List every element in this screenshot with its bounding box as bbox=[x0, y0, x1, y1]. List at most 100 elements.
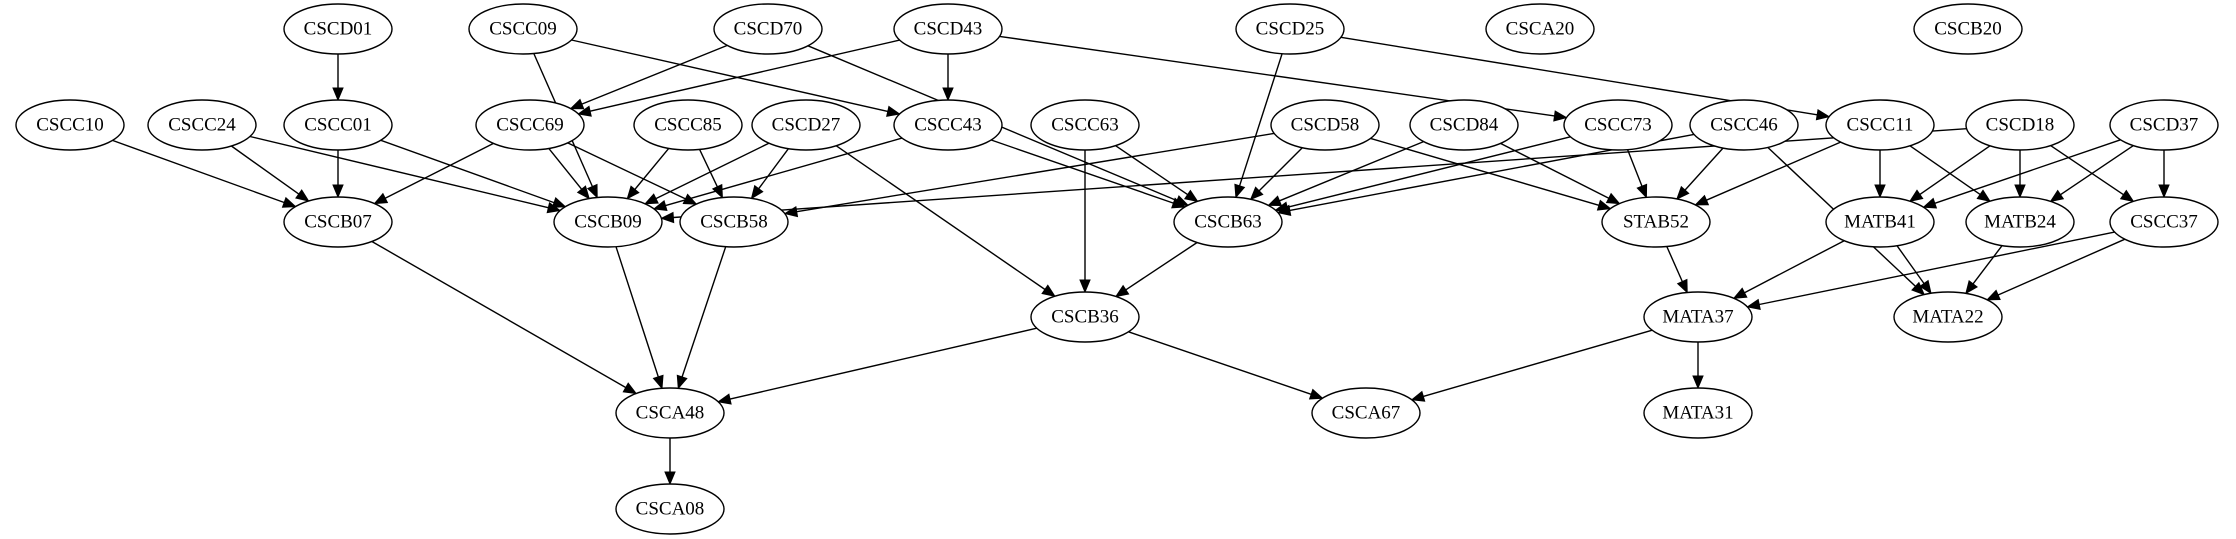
arrowhead-icon bbox=[1874, 184, 1886, 199]
arrowhead-icon bbox=[1249, 186, 1264, 201]
arrowhead-icon bbox=[1676, 278, 1688, 294]
node-CSCB36: CSCB36 bbox=[1030, 291, 1140, 343]
node-label: MATB41 bbox=[1844, 212, 1916, 233]
arrowhead-icon bbox=[1985, 289, 2001, 301]
node-CSCD37: CSCD37 bbox=[2109, 99, 2219, 151]
edge-line bbox=[1896, 245, 1925, 284]
arrowhead-icon bbox=[373, 192, 389, 205]
node-CSCC69: CSCC69 bbox=[475, 99, 585, 151]
node-label: STAB52 bbox=[1623, 212, 1689, 233]
node-label: CSCC63 bbox=[1051, 115, 1119, 136]
edge-line bbox=[2050, 145, 2124, 196]
node-label: CSCC24 bbox=[168, 115, 236, 136]
node-label: CSCC69 bbox=[496, 115, 564, 136]
edge-CSCC24-to-CSCB07 bbox=[230, 145, 310, 202]
arrowhead-icon bbox=[2014, 184, 2026, 199]
arrowhead-icon bbox=[750, 184, 764, 200]
node-ellipse bbox=[1825, 99, 1935, 151]
arrowhead-icon bbox=[652, 374, 664, 390]
edge-CSCD18-to-MATB41 bbox=[1908, 145, 1991, 202]
arrowhead-icon bbox=[1267, 195, 1283, 207]
edge-CSCC01-to-CSCB07 bbox=[332, 150, 344, 199]
node-ellipse bbox=[1825, 196, 1935, 248]
edge-line bbox=[615, 246, 659, 378]
node-label: MATA22 bbox=[1912, 307, 1983, 328]
arrowhead-icon bbox=[1041, 284, 1056, 298]
node-ellipse bbox=[1893, 291, 2003, 343]
arrowhead-icon bbox=[332, 87, 344, 102]
edge-CSCC63-to-CSCB63 bbox=[1115, 145, 1199, 203]
arrowhead-icon bbox=[586, 183, 598, 199]
edge-STAB52-to-MATA37 bbox=[1666, 246, 1688, 294]
node-label: CSCD43 bbox=[914, 19, 983, 40]
node-CSCC63: CSCC63 bbox=[1030, 99, 1140, 151]
node-ellipse bbox=[283, 3, 393, 55]
node-label: MATB24 bbox=[1984, 212, 2056, 233]
edge-line bbox=[571, 39, 888, 113]
edge-line bbox=[1125, 241, 1198, 291]
edge-CSCC01-to-CSCB09 bbox=[380, 139, 567, 208]
node-CSCD27: CSCD27 bbox=[751, 99, 861, 151]
arrowhead-icon bbox=[551, 197, 567, 208]
node-label: MATA31 bbox=[1662, 403, 1733, 424]
edge-line bbox=[371, 240, 627, 389]
edge-line bbox=[589, 39, 900, 112]
edge-CSCB58-to-CSCA48 bbox=[676, 246, 727, 390]
arrowhead-icon bbox=[1908, 189, 1924, 202]
node-ellipse bbox=[713, 3, 823, 55]
node-ellipse bbox=[283, 196, 393, 248]
node-ellipse bbox=[1965, 99, 2075, 151]
node-CSCC85: CSCC85 bbox=[633, 99, 743, 151]
node-label: CSCD70 bbox=[734, 19, 803, 40]
arrowhead-icon bbox=[2049, 189, 2065, 203]
node-CSCD58: CSCD58 bbox=[1270, 99, 1380, 151]
node-ellipse bbox=[893, 3, 1003, 55]
arrowhead-icon bbox=[1965, 279, 1978, 295]
node-CSCB63: CSCB63 bbox=[1173, 196, 1283, 248]
node-ellipse bbox=[615, 483, 725, 535]
edge-line bbox=[1666, 246, 1683, 282]
node-CSCD84: CSCD84 bbox=[1409, 99, 1519, 151]
arrowhead-icon bbox=[1636, 183, 1648, 199]
arrowhead-icon bbox=[2158, 184, 2170, 199]
edge-MATB41-to-MATA22 bbox=[1896, 245, 1932, 295]
node-CSCD18: CSCD18 bbox=[1965, 99, 2075, 151]
node-label: CSCB58 bbox=[700, 212, 768, 233]
node-label: CSCC11 bbox=[1847, 115, 1914, 136]
node-label: CSCB36 bbox=[1051, 307, 1119, 328]
arrowhead-icon bbox=[942, 87, 954, 102]
node-CSCC46: CSCC46 bbox=[1689, 99, 1799, 151]
node-label: CSCB07 bbox=[304, 212, 372, 233]
arrowhead-icon bbox=[676, 374, 688, 390]
arrowhead-icon bbox=[569, 98, 585, 110]
node-ellipse bbox=[1913, 3, 2023, 55]
edge-line bbox=[548, 147, 583, 190]
node-label: CSCC09 bbox=[489, 19, 557, 40]
arrowhead-icon bbox=[1553, 110, 1568, 122]
arrowhead-icon bbox=[1692, 375, 1704, 390]
node-label: CSCD18 bbox=[1986, 115, 2055, 136]
node-ellipse bbox=[615, 387, 725, 439]
edge-CSCD84-to-CSCB63 bbox=[1267, 140, 1424, 207]
node-label: CSCA67 bbox=[1332, 403, 1401, 424]
edge-line bbox=[380, 139, 555, 204]
arrowhead-icon bbox=[1276, 204, 1292, 216]
edge-line bbox=[1706, 141, 1841, 201]
arrowhead-icon bbox=[1732, 287, 1748, 299]
node-MATA37: MATA37 bbox=[1643, 291, 1753, 343]
arrowhead-icon bbox=[717, 393, 732, 405]
node-CSCA48: CSCA48 bbox=[615, 387, 725, 439]
edge-MATA37-to-MATA31 bbox=[1692, 342, 1704, 390]
node-ellipse bbox=[1643, 291, 1753, 343]
edge-line bbox=[581, 44, 728, 105]
arrowhead-icon bbox=[1919, 279, 1932, 295]
edge-line bbox=[1972, 245, 2003, 285]
edge-CSCD18-to-MATB24 bbox=[2014, 150, 2026, 199]
arrowhead-icon bbox=[664, 471, 676, 486]
edge-CSCC46-to-STAB52 bbox=[1676, 147, 1724, 200]
edge-line bbox=[1370, 137, 1600, 206]
edge-line bbox=[835, 145, 1046, 291]
node-ellipse bbox=[1030, 99, 1140, 151]
node-ellipse bbox=[1485, 3, 1595, 55]
edge-CSCC73-to-STAB52 bbox=[1626, 149, 1648, 199]
